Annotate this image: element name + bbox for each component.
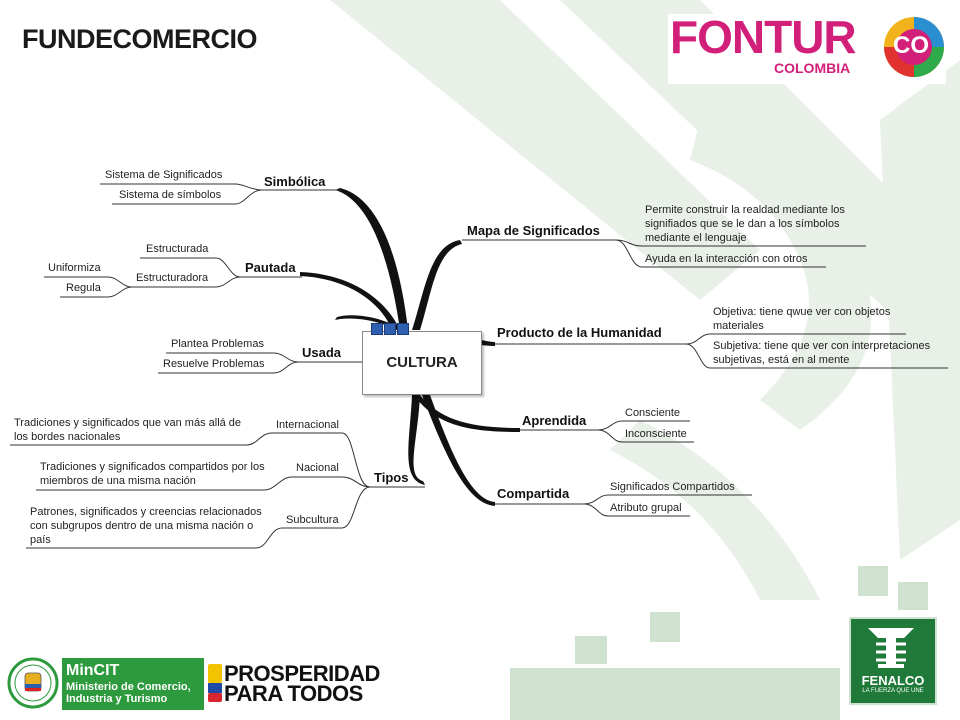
subtopic-consciente[interactable]: Consciente: [625, 407, 681, 419]
subtopic-ayuda-interaccion[interactable]: Ayuda en la interacción con otros: [645, 253, 808, 265]
subtopic-estructurada[interactable]: Estructurada: [146, 243, 209, 255]
subtopic-plantea-problemas[interactable]: Plantea Problemas: [171, 338, 264, 350]
topic-tipos[interactable]: Tipos: [374, 470, 409, 485]
co-badge-icon: [884, 17, 944, 77]
subtopic-subjetiva[interactable]: Subjetiva: tiene que ver con interpretac…: [713, 340, 931, 366]
subtopic-regula[interactable]: Regula: [66, 282, 101, 294]
topic-producto-humanidad[interactable]: Producto de la Humanidad: [497, 325, 662, 340]
subtopic-inconsciente[interactable]: Inconsciente: [625, 428, 687, 440]
subtopic-internacional-desc[interactable]: Tradiciones y significados que van más a…: [14, 417, 242, 443]
mincit-logo-panel: [62, 658, 204, 710]
topic-marker-icon: [384, 323, 396, 335]
subtopic-nacional[interactable]: Nacional: [296, 462, 339, 474]
colombia-flag-icon: [208, 664, 222, 702]
colombia-seal-icon: [7, 657, 59, 709]
subtopic-atributo-grupal[interactable]: Atributo grupal: [610, 502, 682, 514]
subtopic-subcultura-desc[interactable]: Patrones, significados y creencias relac…: [30, 506, 262, 546]
central-topic-label: CULTURA: [386, 354, 458, 371]
fontur-logo-text: FONTUR: [670, 11, 857, 63]
subtopic-internacional[interactable]: Internacional: [276, 419, 339, 431]
topic-marker-icon: [371, 323, 383, 335]
prosperidad-logo-line2: PARA TODOS: [224, 681, 363, 706]
subtopic-permite-construir[interactable]: Permite construir la realdad mediante lo…: [645, 204, 845, 244]
topic-aprendida[interactable]: Aprendida: [522, 413, 587, 428]
topic-mapa-significados[interactable]: Mapa de Significados: [467, 223, 600, 238]
topic-simbolica[interactable]: Simbólica: [264, 174, 326, 189]
subtopic-resuelve-problemas[interactable]: Resuelve Problemas: [163, 358, 265, 370]
subtopic-sistema-simbolos[interactable]: Sistema de símbolos: [119, 189, 222, 201]
subtopic-significados-compartidos[interactable]: Significados Compartidos: [610, 481, 735, 493]
topic-pautada[interactable]: Pautada: [245, 260, 296, 275]
fundecomercio-logo: FUNDECOMERCIO: [22, 24, 258, 55]
subtopic-sistema-significados[interactable]: Sistema de Significados: [105, 169, 223, 181]
subtopic-uniformiza[interactable]: Uniformiza: [48, 262, 101, 274]
fundecomercio-logo-text: FUNDECOMERCIO: [22, 24, 258, 54]
mincit-logo-description: Ministerio de Comercio, Industria y Turi…: [66, 681, 191, 705]
subtopic-objetiva[interactable]: Objetiva: tiene qwue ver con objetos mat…: [713, 306, 891, 332]
subtopic-subcultura[interactable]: Subcultura: [286, 514, 339, 526]
topic-usada[interactable]: Usada: [302, 345, 342, 360]
topic-marker-icon: [397, 323, 409, 335]
fenalco-emblem-icon: [868, 628, 914, 668]
fontur-logo-subtext: COLOMBIA: [774, 60, 851, 76]
prosperidad-logo-line1: PROSPERIDAD: [224, 661, 380, 686]
fenalco-logo-name: FENALCO: [861, 673, 925, 688]
central-topic-node[interactable]: CULTURA: [362, 331, 482, 395]
co-badge-text: CO: [893, 32, 929, 59]
mincit-logo-name: MinCIT: [66, 662, 120, 679]
fenalco-logo-slogan: LA FUERZA QUE UNE: [862, 688, 924, 694]
subtopic-nacional-desc[interactable]: Tradiciones y significados compartidos p…: [40, 461, 265, 487]
subtopic-estructuradora[interactable]: Estructuradora: [136, 272, 209, 284]
topic-compartida[interactable]: Compartida: [497, 486, 570, 501]
